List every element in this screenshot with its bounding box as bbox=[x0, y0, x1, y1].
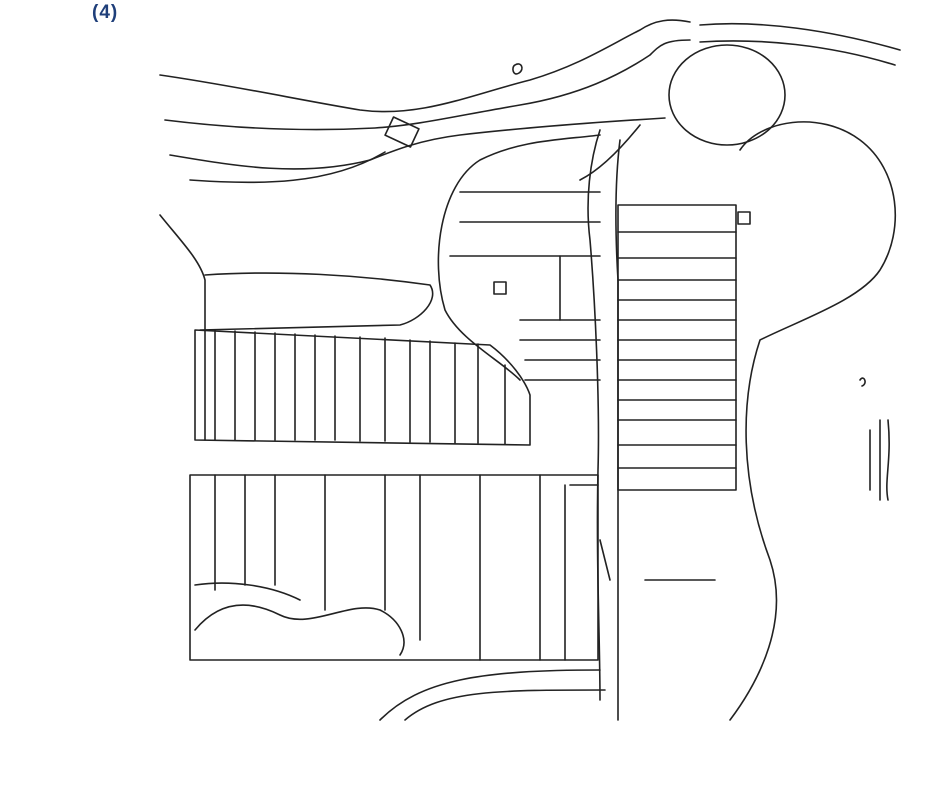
pond bbox=[668, 44, 786, 146]
right-plots bbox=[617, 204, 751, 491]
river bbox=[159, 19, 901, 184]
right-field-outline bbox=[729, 121, 897, 721]
figure-number-label: (4) bbox=[92, 2, 119, 23]
central-plots bbox=[449, 191, 601, 381]
handwritten-annotations bbox=[512, 63, 890, 581]
left-plots bbox=[159, 214, 531, 446]
lower-plots bbox=[189, 474, 599, 661]
